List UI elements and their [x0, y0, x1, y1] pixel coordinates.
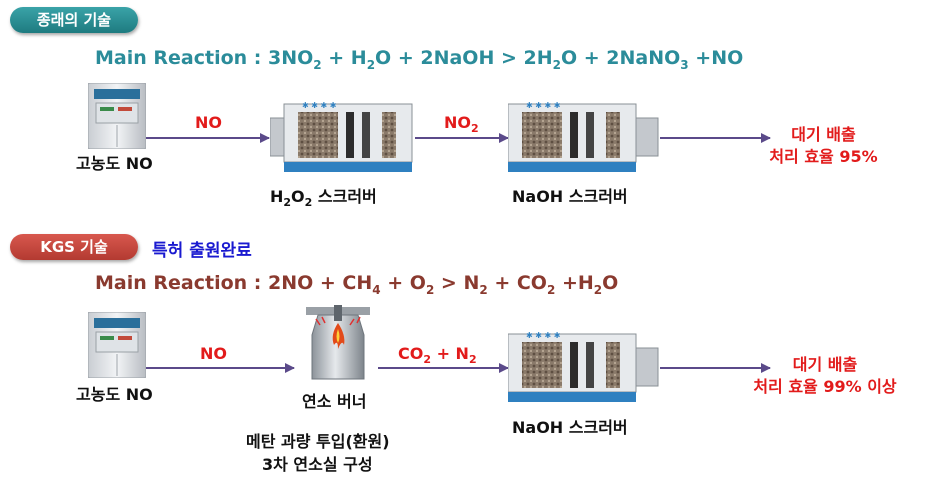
reaction-sub: 2: [552, 57, 561, 72]
section2-result: 대기 배출 처리 효율 99% 이상: [735, 354, 915, 398]
section1-result: 대기 배출 처리 효율 95%: [756, 124, 891, 168]
label-text: + N: [431, 344, 469, 363]
label-sub: 2: [423, 353, 431, 367]
section1-badge: 종래의 기술: [10, 7, 138, 33]
reaction-text: Main Reaction : 3NO: [95, 47, 314, 69]
gas-cabinet-image: [88, 83, 146, 149]
section2-source-label: 고농도 NO: [76, 385, 153, 404]
reaction-sub: 2: [546, 282, 556, 297]
burner-image: [306, 305, 370, 380]
label-sub: 2: [468, 353, 477, 367]
svg-text:✱ ✱ ✱ ✱: ✱ ✱ ✱ ✱: [526, 331, 561, 340]
scrubber-image-1: ✱ ✱ ✱ ✱: [270, 101, 413, 172]
section2-badge: KGS 기술: [10, 234, 138, 260]
section2-arrow2-label: CO2 + N2: [398, 344, 477, 366]
burner-note-line2: 3차 연소실 구성: [262, 455, 373, 474]
gas-cabinet-image: [88, 312, 146, 378]
flow-arrow-1: [146, 133, 270, 143]
label-text: CO: [398, 344, 424, 363]
result-line2: 처리 효율 95%: [769, 147, 878, 166]
reaction-sub: 4: [372, 282, 381, 297]
section2-scrubber-label: NaOH 스크러버: [512, 418, 628, 437]
section1-reaction: Main Reaction : 3NO2 + H2O + 2NaOH > 2H2…: [95, 47, 743, 72]
reaction-sub: 3: [680, 57, 689, 72]
reaction-text: + CO: [487, 272, 547, 294]
section1-scrubber2-label: NaOH 스크러버: [512, 187, 628, 206]
flow-arrow-6: [660, 363, 771, 373]
section1-arrow2-label: NO2: [444, 113, 479, 135]
reaction-sub: 2: [479, 282, 488, 297]
section1-arrow1-label: NO: [195, 113, 222, 132]
section1-badge-text: 종래의 기술: [36, 11, 112, 29]
section2-arrow1-label: NO: [200, 344, 227, 363]
reaction-sub: 2: [425, 282, 435, 297]
reaction-sub: 2: [366, 57, 376, 72]
burner-note-line1: 메탄 과량 투입(환원): [246, 432, 390, 451]
label-text: O: [291, 187, 305, 206]
scrubber-image-2: ✱ ✱ ✱ ✱: [508, 101, 659, 172]
flow-arrow-3: [660, 133, 771, 143]
reaction-sub: 2: [593, 282, 603, 297]
result-line1: 대기 배출: [792, 355, 858, 374]
reaction-text: Main Reaction : 2NO + CH: [95, 272, 373, 294]
label-text: 스크러버: [312, 187, 377, 206]
label-sub: 2: [283, 196, 292, 210]
section1-source-label: 고농도 NO: [76, 154, 153, 173]
reaction-text: + H: [321, 47, 367, 69]
burner-label: 연소 버너: [302, 392, 367, 411]
flow-arrow-4: [146, 363, 295, 373]
reaction-sub: 2: [313, 57, 322, 72]
reaction-text: +H: [555, 272, 594, 294]
section2-badge-text: KGS 기술: [40, 238, 108, 256]
section1-scrubber1-label: H2O2 스크러버: [270, 183, 377, 209]
scrubber-image-3: ✱ ✱ ✱ ✱: [508, 331, 659, 402]
flow-arrow-5: [378, 363, 509, 373]
label-sub: 2: [304, 196, 313, 210]
section2-reaction: Main Reaction : 2NO + CH4 + O2 > N2 + CO…: [95, 272, 618, 297]
label-text: NO: [444, 113, 471, 132]
result-line2: 처리 효율 99% 이상: [753, 377, 897, 396]
reaction-text: O: [602, 272, 619, 294]
reaction-text: > N: [434, 272, 480, 294]
label-text: H: [270, 187, 284, 206]
svg-text:✱ ✱ ✱ ✱: ✱ ✱ ✱ ✱: [302, 101, 337, 110]
reaction-text: O + 2NaNO: [560, 47, 681, 69]
label-sub: 2: [471, 122, 479, 136]
svg-text:✱ ✱ ✱ ✱: ✱ ✱ ✱ ✱: [526, 101, 561, 110]
flow-arrow-2: [415, 133, 509, 143]
patent-status: 특허 출원완료: [152, 241, 252, 261]
reaction-text: +NO: [688, 47, 744, 69]
reaction-text: O + 2NaOH > 2H: [375, 47, 553, 69]
result-line1: 대기 배출: [791, 125, 856, 144]
reaction-text: + O: [380, 272, 426, 294]
